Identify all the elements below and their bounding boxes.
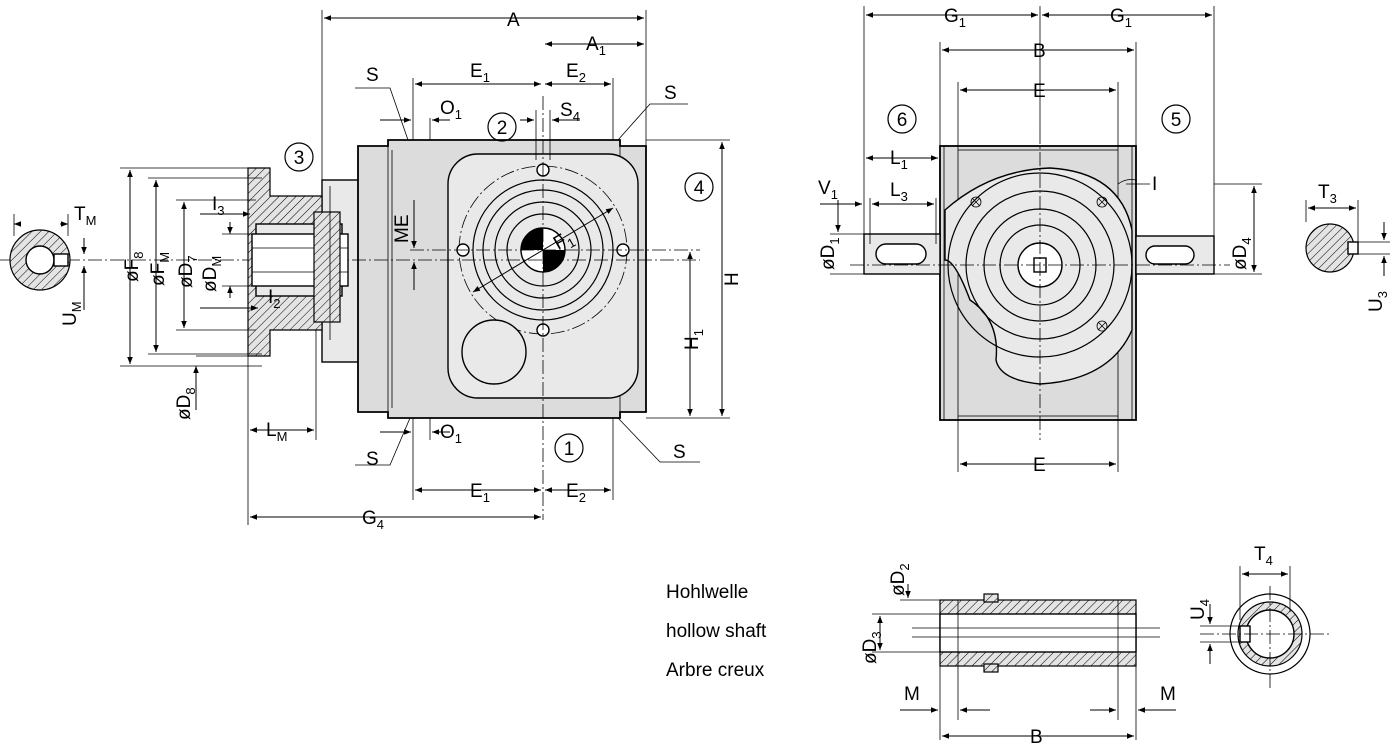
label-U3: U3	[1366, 291, 1390, 312]
label-S-top-left: S	[366, 65, 379, 86]
label-A: A	[507, 10, 520, 31]
dimension-labels: A A1 E1 E2 S S S S O1 O1 S4 ME F1 H H1 E…	[60, 6, 1390, 748]
label-S-bottom-right: S	[673, 442, 686, 463]
label-E2-bottom: E2	[566, 481, 586, 505]
label-D4: øD4	[1230, 237, 1254, 270]
label-S-top-right: S	[664, 83, 677, 104]
label-I3: I3	[212, 194, 225, 218]
label-T3: T3	[1318, 182, 1337, 206]
label-E1-bottom: E1	[470, 481, 490, 505]
label-D8: øD8	[174, 387, 198, 420]
label-S4: S4	[560, 100, 580, 124]
position-marker-4: 4	[684, 172, 714, 202]
label-UM: UM	[60, 301, 84, 326]
shaft-key-section	[1305, 223, 1359, 273]
svg-text:3: 3	[294, 148, 305, 169]
hollow-shaft-dimensions	[872, 566, 1291, 740]
label-F8: øF8	[122, 252, 146, 282]
svg-text:6: 6	[897, 110, 908, 131]
label-D7: øD7	[176, 255, 200, 288]
svg-text:1: 1	[564, 439, 575, 460]
label-S-bottom-left: S	[366, 449, 379, 470]
label-D1: øD1	[818, 237, 842, 270]
label-O1-bottom: O1	[440, 422, 462, 446]
label-M-right: M	[1160, 684, 1176, 705]
label-G1-left: G1	[944, 6, 966, 30]
label-E1-top: E1	[470, 61, 490, 85]
side-view	[850, 130, 1230, 440]
label-E2-top: E2	[566, 61, 586, 85]
position-marker-5: 5	[1161, 104, 1191, 134]
label-I2: I2	[268, 287, 281, 311]
label-B-bottom: B	[1030, 727, 1043, 748]
label-M-left: M	[904, 684, 920, 705]
position-marker-1: 1	[554, 433, 584, 463]
label-FM: øFM	[148, 252, 172, 286]
label-O1-top: O1	[440, 98, 462, 122]
legend-line-1: Hohlwelle	[666, 582, 748, 603]
svg-text:4: 4	[694, 178, 705, 199]
front-view	[0, 96, 700, 520]
label-ME: ME	[392, 215, 413, 244]
label-U4: U4	[1188, 599, 1212, 620]
label-B-top: B	[1033, 41, 1046, 62]
label-TM: TM	[74, 204, 96, 228]
hollow-shaft-legend: Hohlwelle hollow shaft Arbre creux	[666, 582, 767, 681]
label-I-right: I	[1152, 174, 1157, 195]
position-marker-2: 2	[487, 112, 517, 142]
label-L3: L3	[890, 180, 908, 204]
label-H1: H1	[682, 329, 706, 350]
label-T4: T4	[1254, 544, 1273, 568]
label-G1-right: G1	[1110, 6, 1132, 30]
hollow-shaft-end-view	[1200, 586, 1330, 690]
side-view-dimensions	[820, 6, 1390, 472]
svg-text:2: 2	[497, 118, 508, 139]
label-H: H	[722, 272, 743, 286]
legend-line-3: Arbre creux	[666, 660, 765, 681]
svg-text:5: 5	[1171, 110, 1182, 131]
label-E-top: E	[1033, 81, 1046, 102]
label-L1: L1	[890, 148, 908, 172]
label-LM: LM	[266, 420, 287, 444]
legend-line-2: hollow shaft	[666, 621, 767, 642]
position-marker-6: 6	[887, 104, 917, 134]
hollow-shaft-section	[912, 593, 1160, 673]
label-V1: V1	[818, 178, 838, 202]
label-D3: øD3	[860, 631, 884, 664]
label-D2: øD2	[888, 563, 912, 596]
label-G4: G4	[362, 508, 384, 532]
motor-shaft-section	[9, 229, 71, 291]
position-marker-3: 3	[284, 142, 314, 172]
front-view-dimensions	[13, 10, 730, 525]
label-DM: øDM	[200, 256, 224, 292]
label-A1: A1	[586, 34, 606, 58]
label-E-bottom: E	[1033, 455, 1046, 476]
